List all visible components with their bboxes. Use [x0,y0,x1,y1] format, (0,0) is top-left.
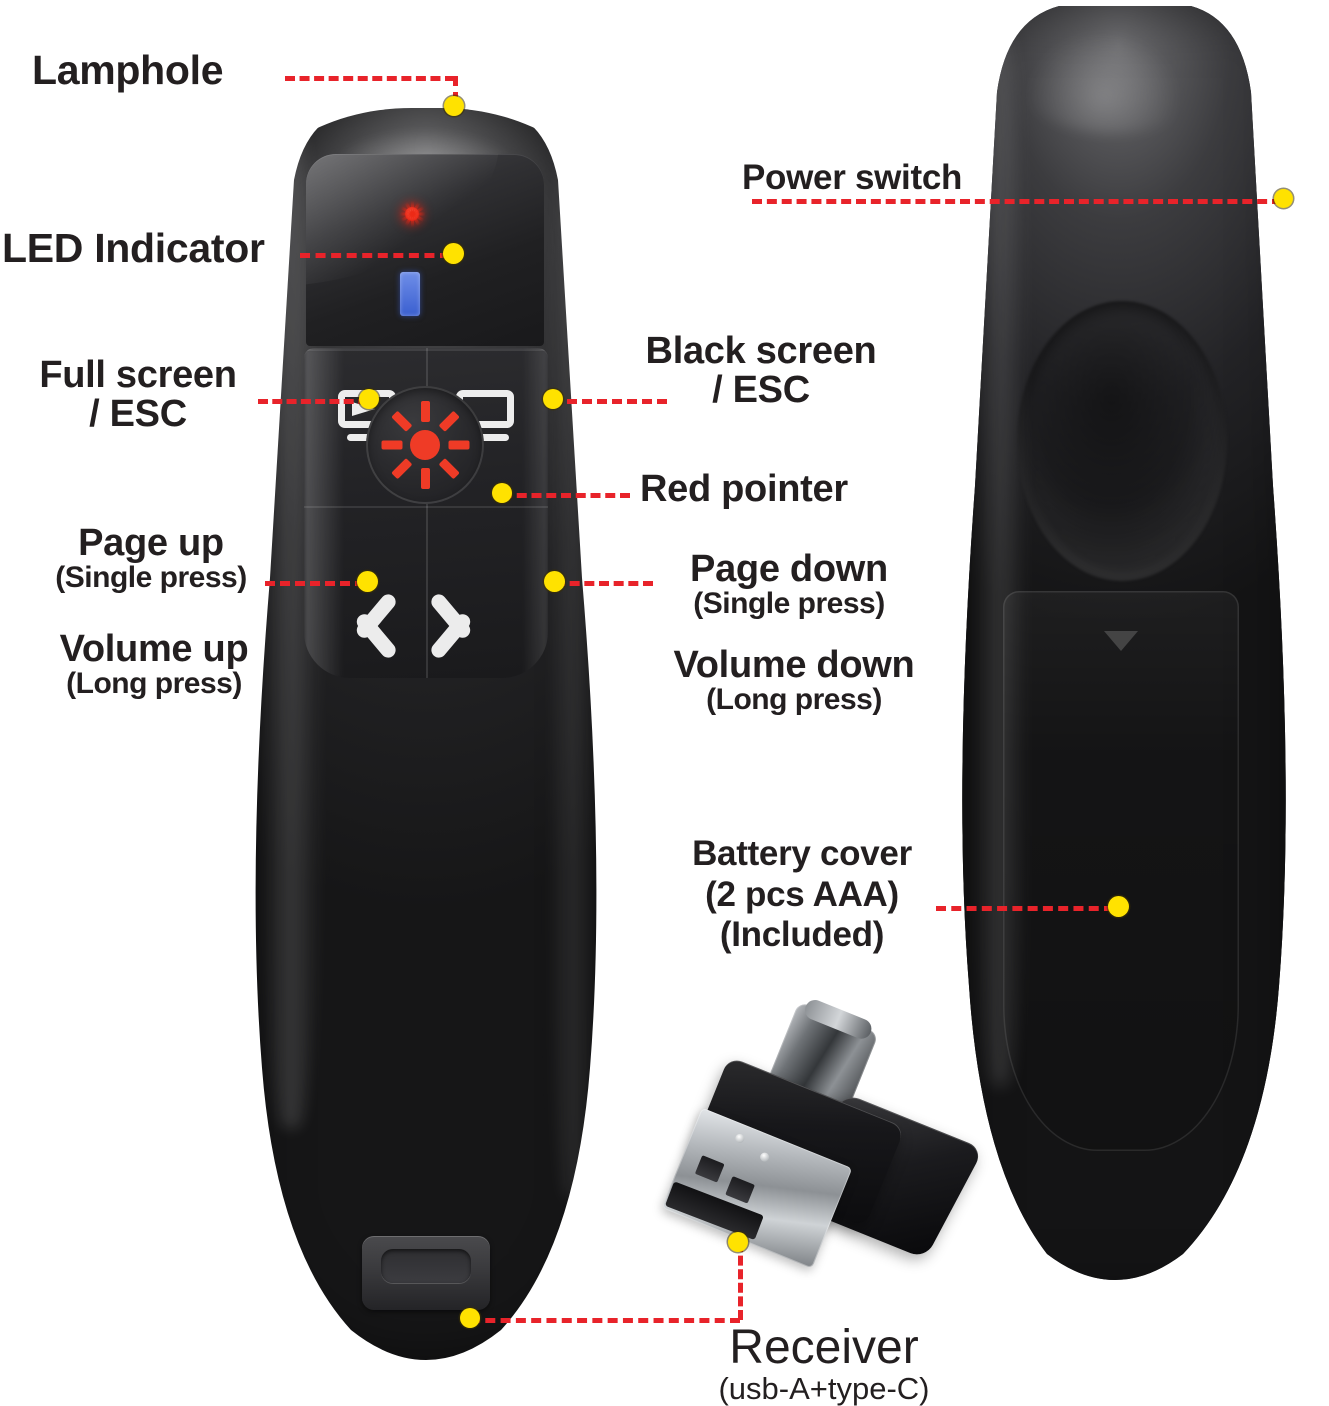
dot-page-up [357,571,378,592]
label-battery-cover: Battery cover (2 pcs AAA) (Included) [692,834,912,955]
label-volume-up: Volume up (Long press) [59,628,249,700]
sun-ray [448,441,469,450]
sun-ray [381,441,402,450]
label-led-indicator: LED Indicator [2,225,265,271]
pad-vertical-divider [426,348,428,678]
label-power-switch: Power switch [742,158,963,197]
dot-lamphole [444,96,464,116]
thumb-groove [1017,301,1227,581]
label-page-down: Page down (Single press) [690,548,888,620]
battery-cover-panel[interactable] [1003,591,1239,1151]
dot-red-pointer [492,483,512,503]
bluetooth-indicator-bar [400,272,420,316]
sun-hub [410,430,440,460]
leader-lamphole-v [453,76,458,102]
laser-led-icon [398,200,426,228]
sun-ray [391,411,412,432]
sun-ray [421,401,430,422]
red-pointer-button[interactable] [366,386,484,504]
back-cap-gloss [1013,14,1213,134]
leader-receiver-h [470,1318,740,1323]
leader-pageup-h [265,581,365,586]
usb-a-rivet-1 [733,1132,746,1145]
side-ridge-3 [252,338,262,350]
leader-blackscreen-h [552,399,667,404]
label-volume-down: Volume down (Long press) [673,644,915,716]
leader-receiver-v [738,1242,743,1320]
leader-lamphole-h [285,76,455,81]
presenter-front-view [246,108,606,1398]
dot-led-indicator [443,243,464,264]
dot-power-switch [1274,189,1293,208]
pad-middle-divider [304,506,548,508]
dot-black-screen [543,389,563,409]
pad-top-divider [304,349,548,351]
label-black-screen: Black screen / ESC [645,330,877,411]
usb-a-rivet-2 [758,1151,771,1163]
monitor-stand-blank-icon [465,434,509,441]
usb-receiver-dongle [661,996,984,1300]
sun-ray [438,458,459,479]
page-down-button[interactable] [454,584,510,668]
receiver-storage-slot[interactable] [362,1236,490,1310]
usb-a-pin-slot-2 [725,1176,755,1204]
leader-powerswitch-h [752,199,1282,204]
battery-cover-triangle-icon [1104,631,1138,651]
leader-battery-h [936,906,1114,911]
leader-fullscreen-h [258,399,368,404]
dot-receiver-slot [460,1308,480,1328]
leader-led-h [300,253,450,258]
sun-ray [391,458,412,479]
dot-full-screen [359,389,379,409]
leader-redpointer-h [502,493,630,498]
label-full-screen: Full screen / ESC [39,354,237,435]
dot-battery-cover [1108,896,1129,917]
presenter-front-body [246,108,606,1363]
front-button-pad [304,348,548,678]
type-c-tip [802,996,875,1042]
leader-pagedown-h [555,581,653,586]
label-lamphole: Lamphole [32,47,224,93]
right-edge-sheen [550,148,596,1198]
front-indicator-panel [306,154,544,346]
usb-a-pin-slot-1 [694,1155,725,1183]
laser-led-ray [411,214,414,227]
presenter-back-view [955,6,1295,1306]
label-receiver: Receiver (usb-A+type-C) [718,1321,930,1406]
sun-ray [438,411,459,432]
label-page-up: Page up (Single press) [55,522,247,594]
label-red-pointer: Red pointer [640,468,848,510]
dot-page-down [544,571,565,592]
side-ridge-2 [252,314,262,326]
side-ridge-1 [252,290,262,302]
receiver-slot-inner [381,1249,471,1283]
dot-receiver-usb [728,1232,748,1252]
sun-ray [421,468,430,489]
page-up-button[interactable] [346,584,402,668]
